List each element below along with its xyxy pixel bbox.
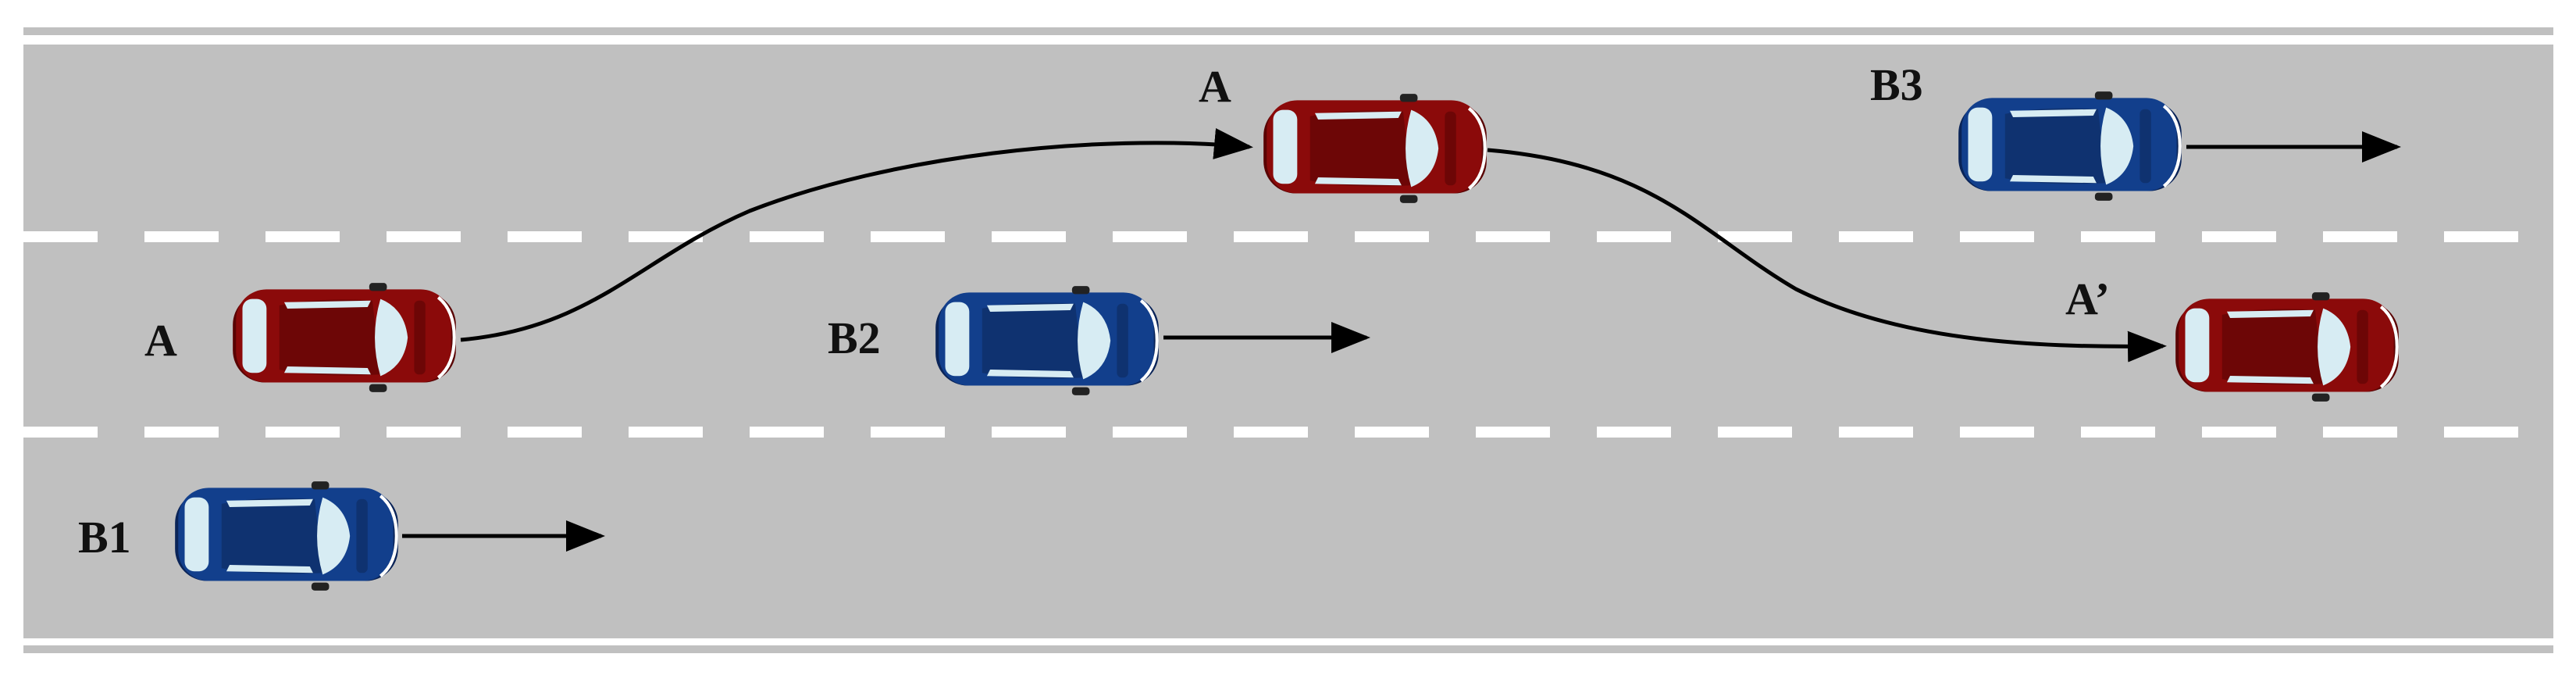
car-b3 — [1958, 91, 2182, 201]
road-top-shoulder — [23, 27, 2553, 35]
car-label-b1: B1 — [78, 512, 131, 563]
car-b1 — [175, 481, 398, 591]
trajectory-a-lane-change-down — [1487, 148, 2167, 363]
car-label-a-start: A — [144, 315, 177, 366]
car-a-end — [2175, 292, 2399, 402]
trajectory-a-lane-change-up — [460, 128, 1253, 342]
car-label-a-end: A’ — [2065, 273, 2110, 324]
road-bottom-shoulder — [23, 645, 2553, 653]
car-label-b2: B2 — [828, 313, 881, 363]
car-label-b3: B3 — [1870, 59, 1923, 110]
car-a-start — [233, 283, 456, 392]
car-a-mid — [1263, 94, 1487, 203]
car-b2 — [935, 286, 1159, 395]
car-label-a-mid: A — [1199, 61, 1231, 112]
